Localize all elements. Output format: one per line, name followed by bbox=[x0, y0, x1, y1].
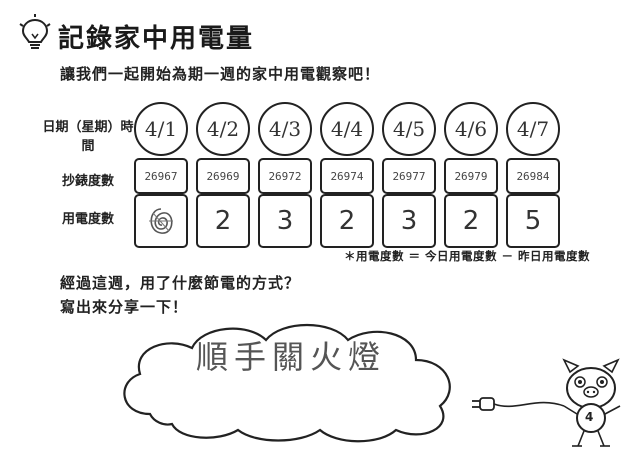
date-circle: 4/1 bbox=[134, 102, 188, 156]
meter-reading-cell: 26972 bbox=[258, 158, 312, 194]
date-circle: 4/6 bbox=[444, 102, 498, 156]
cloud-answer-box bbox=[123, 324, 451, 443]
usage-cell: 5 bbox=[506, 194, 560, 248]
page-number: 4 bbox=[585, 410, 594, 424]
meter-reading-cell: 26969 bbox=[196, 158, 250, 194]
question-line-2: 寫出來分享一下！ bbox=[60, 298, 189, 316]
date-circle: 4/2 bbox=[196, 102, 250, 156]
lightbulb-icon bbox=[19, 14, 51, 49]
date-circle: 4/7 bbox=[506, 102, 560, 156]
date-circle: 4/4 bbox=[320, 102, 374, 156]
usage-cell: 2 bbox=[320, 194, 374, 248]
plug-icon bbox=[472, 397, 565, 411]
usage-cell: 3 bbox=[258, 194, 312, 248]
meter-reading-cell: 26967 bbox=[134, 158, 188, 194]
formula-note: ＊用電度數 ＝ 今日用電度數 － 昨日用電度數 bbox=[344, 249, 591, 263]
meter-reading-cell: 26977 bbox=[382, 158, 436, 194]
meter-reading-cell: 26984 bbox=[506, 158, 560, 194]
scribble-mark bbox=[149, 208, 173, 234]
usage-cell: 3 bbox=[382, 194, 436, 248]
meter-reading-cell: 26974 bbox=[320, 158, 374, 194]
usage-cell bbox=[134, 194, 188, 248]
label-date-time: 日期（星期）時間 bbox=[42, 120, 134, 154]
date-circle: 4/3 bbox=[258, 102, 312, 156]
handwritten-answer: 順手關火燈 bbox=[196, 338, 387, 376]
label-usage: 用電度數 bbox=[61, 212, 114, 227]
meter-reading-cell: 26979 bbox=[444, 158, 498, 194]
question-line-1: 經過這週，用了什麼節電的方式？ bbox=[60, 274, 301, 292]
page-title: 記錄家中用電量 bbox=[58, 24, 255, 54]
intro-text: 讓我們一起開始為期一週的家中用電觀察吧！ bbox=[60, 65, 381, 83]
usage-cell: 2 bbox=[444, 194, 498, 248]
pig-mascot-icon: 4 bbox=[556, 358, 626, 450]
date-circle: 4/5 bbox=[382, 102, 436, 156]
usage-cell: 2 bbox=[196, 194, 250, 248]
label-meter-reading: 抄錶度數 bbox=[61, 174, 114, 189]
